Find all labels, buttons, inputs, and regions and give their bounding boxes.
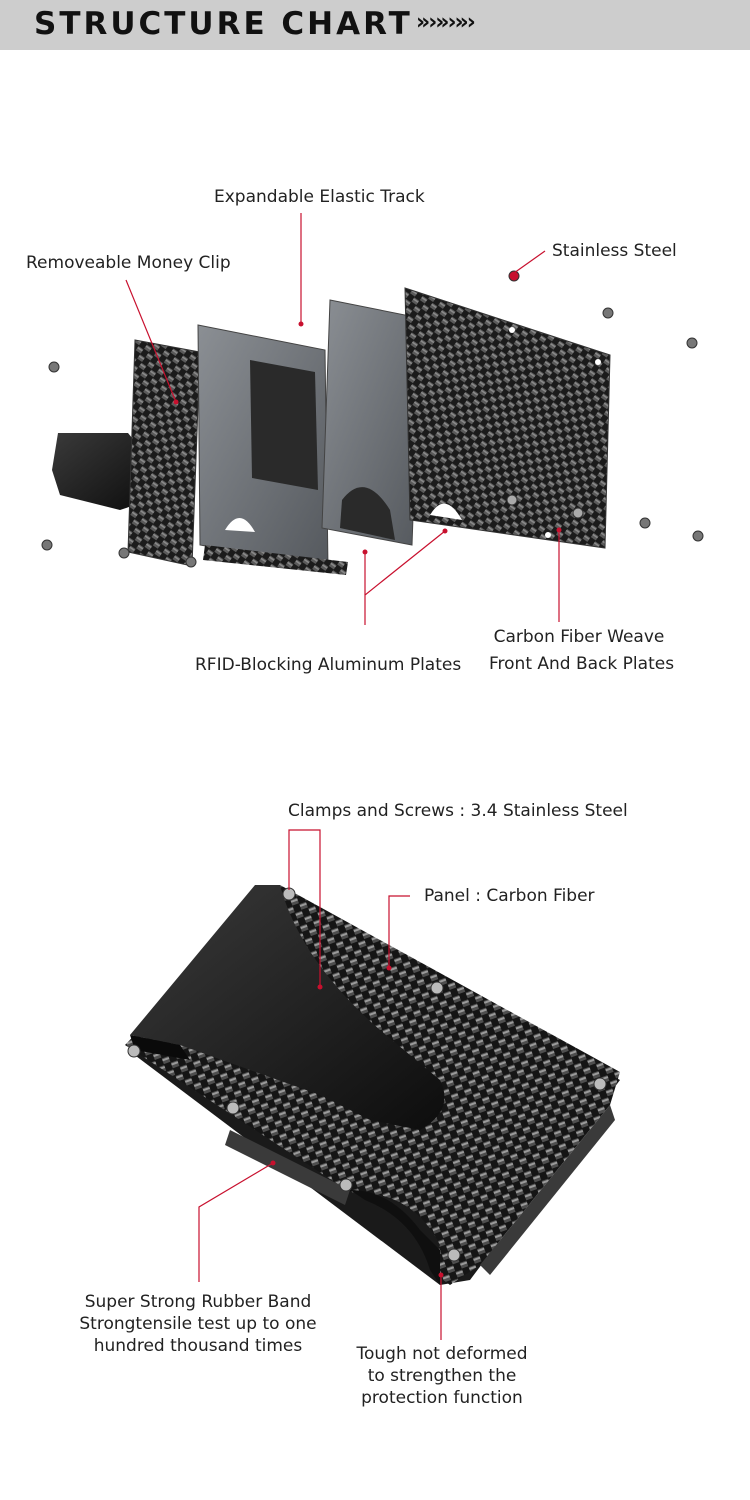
label-carbon-weave: Carbon Fiber Weave Front And Back Plates: [489, 626, 675, 675]
page-title: STRUCTURE CHART: [34, 6, 413, 42]
label-money-clip: Removeable Money Clip: [26, 253, 231, 273]
leader-lines-top: [125, 213, 560, 625]
label-rfid-plates: RFID-Blocking Aluminum Plates: [195, 655, 462, 675]
money-clip-assembled: [130, 885, 445, 1130]
rubber-band-edge: [225, 1130, 350, 1205]
label-elastic-track: Expandable Elastic Track: [214, 187, 425, 207]
header-banner: STRUCTURE CHART »›»›»›: [0, 0, 750, 50]
front-carbon-plate: [404, 287, 611, 549]
label-tough-line2: to strengthen the: [367, 1366, 517, 1386]
screw-icon: [127, 887, 607, 1262]
label-carbon-weave-line1: Carbon Fiber Weave: [493, 627, 665, 647]
label-tough-line3: protection function: [361, 1388, 523, 1408]
label-rubber-band: Super Strong Rubber Band Strongtensile t…: [78, 1291, 318, 1357]
label-rubber-band-line1: Super Strong Rubber Band: [84, 1292, 312, 1312]
screw-icon: [41, 270, 704, 568]
label-rubber-band-line2: Strongtensile test up to one: [79, 1314, 317, 1334]
money-clip-part: [52, 433, 150, 510]
assembled-wallet: [125, 885, 620, 1285]
aluminum-plate-2: [321, 299, 421, 546]
elastic-band-part: [250, 360, 318, 490]
label-rubber-band-line3: hundred thousand times: [93, 1336, 303, 1356]
label-carbon-weave-line2: Front And Back Plates: [489, 654, 675, 674]
label-tough-line1: Tough not deformed: [356, 1344, 528, 1364]
label-stainless-steel: Stainless Steel: [552, 241, 677, 261]
label-panel: Panel : Carbon Fiber: [424, 886, 595, 906]
label-tough: Tough not deformed to strengthen the pro…: [342, 1343, 542, 1409]
label-clamps-screws: Clamps and Screws : 3.4 Stainless Steel: [288, 801, 628, 821]
exploded-view: [41, 270, 704, 575]
chevron-arrows-icon: »›»›»›: [416, 10, 476, 35]
leader-lines-bottom: [198, 829, 442, 1340]
